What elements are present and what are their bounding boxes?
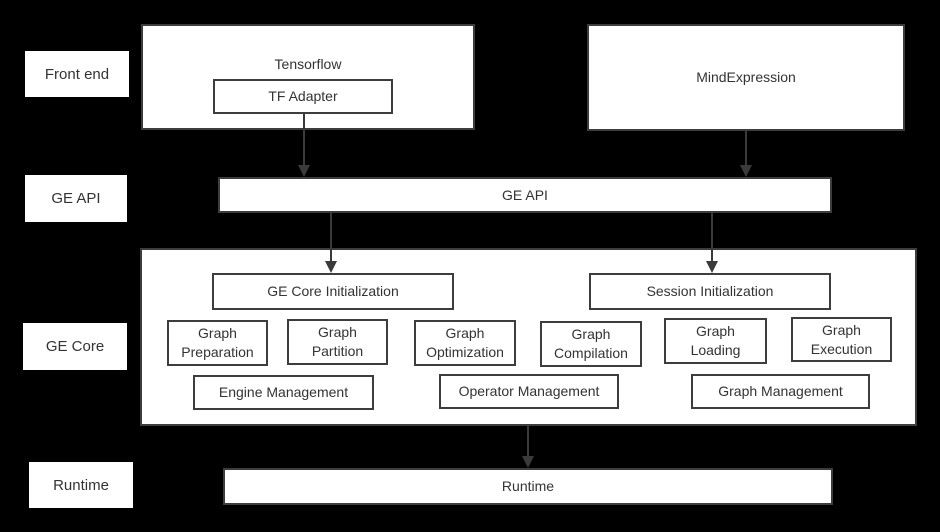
graph-execution-box: Graph Execution <box>791 317 892 362</box>
graph-preparation-label: Graph Preparation <box>181 325 254 360</box>
ge-core-initialization-label: GE Core Initialization <box>267 283 399 300</box>
arrow-mindexpression-to-geapi <box>740 131 752 177</box>
arrow-geapi-to-gecore-init <box>325 213 337 273</box>
ge-core-box: GE Core Initialization Session Initializ… <box>140 248 917 426</box>
runtime-bar: Runtime <box>223 468 833 505</box>
arrow-geapi-to-session-init <box>706 213 718 273</box>
graph-loading-box: Graph Loading <box>664 318 767 364</box>
graph-compilation-label: Graph Compilation <box>554 326 628 361</box>
tensorflow-box: Tensorflow TF Adapter <box>141 24 475 130</box>
row-label-ge-api: GE API <box>25 175 127 222</box>
ge-api-label: GE API <box>502 186 548 203</box>
graph-optimization-box: Graph Optimization <box>414 320 516 366</box>
tf-adapter-label: TF Adapter <box>268 88 338 105</box>
arrow-gecore-to-runtime <box>522 426 534 468</box>
graph-management-label: Graph Management <box>718 383 843 400</box>
engine-management-label: Engine Management <box>218 384 349 401</box>
tf-adapter-box: TF Adapter <box>213 79 393 114</box>
mindexpression-label: MindExpression <box>696 69 796 86</box>
graph-partition-label: Graph Partition <box>311 324 364 359</box>
operator-management-label: Operator Management <box>458 383 600 400</box>
row-label-runtime: Runtime <box>29 462 133 508</box>
graph-loading-label: Graph Loading <box>690 323 741 358</box>
session-initialization-label: Session Initialization <box>646 283 774 300</box>
graph-compilation-box: Graph Compilation <box>540 321 642 367</box>
operator-management-box: Operator Management <box>439 374 619 409</box>
arrow-tfadapter-to-geapi <box>298 114 310 177</box>
graph-management-box: Graph Management <box>691 374 870 409</box>
graph-partition-box: Graph Partition <box>287 319 388 365</box>
graph-preparation-box: Graph Preparation <box>167 320 268 366</box>
row-label-front-end: Front end <box>25 51 129 97</box>
engine-management-box: Engine Management <box>193 375 374 410</box>
ge-core-initialization-box: GE Core Initialization <box>212 273 454 310</box>
graph-execution-label: Graph Execution <box>810 321 873 357</box>
runtime-label: Runtime <box>501 478 555 495</box>
graph-optimization-label: Graph Optimization <box>426 325 504 360</box>
session-initialization-box: Session Initialization <box>589 273 831 310</box>
mindexpression-box: MindExpression <box>587 24 905 131</box>
row-label-ge-core: GE Core <box>23 323 127 370</box>
ge-api-bar: GE API <box>218 177 832 213</box>
tensorflow-label: Tensorflow <box>274 56 342 72</box>
